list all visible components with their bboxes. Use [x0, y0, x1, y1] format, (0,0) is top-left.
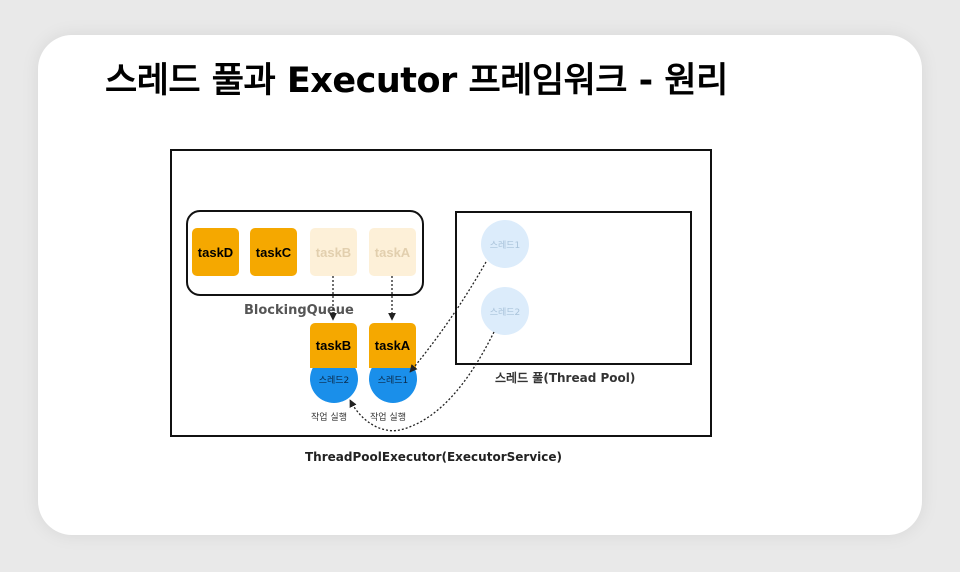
slide-title: 스레드 풀과 Executor 프레임워크 - 원리 — [105, 61, 728, 101]
queue-task-c: taskC — [250, 228, 297, 276]
queue-task-d: taskD — [192, 228, 239, 276]
queue-task-a: taskA — [369, 228, 416, 276]
pool-thread-2: 스레드2 — [481, 287, 529, 335]
run-status-2: 작업 실행 — [311, 413, 347, 423]
arrow-thread2-assign — [349, 331, 495, 432]
thread-pool-box — [455, 211, 692, 365]
running-task-a: taskA — [369, 323, 416, 368]
executor-label: ThreadPoolExecutor(ExecutorService) — [305, 450, 562, 464]
blocking-queue-label: BlockingQueue — [244, 303, 354, 318]
running-task-b: taskB — [310, 323, 357, 368]
queue-task-b: taskB — [310, 228, 357, 276]
run-status-1: 작업 실행 — [370, 413, 406, 423]
thread-pool-label: 스레드 풀(Thread Pool) — [495, 371, 636, 385]
blocking-queue-box — [186, 210, 424, 296]
pool-thread-1: 스레드1 — [481, 220, 529, 268]
slide-card — [38, 35, 922, 535]
arrow-thread1-assign — [409, 261, 487, 373]
executor-frame — [170, 149, 712, 437]
